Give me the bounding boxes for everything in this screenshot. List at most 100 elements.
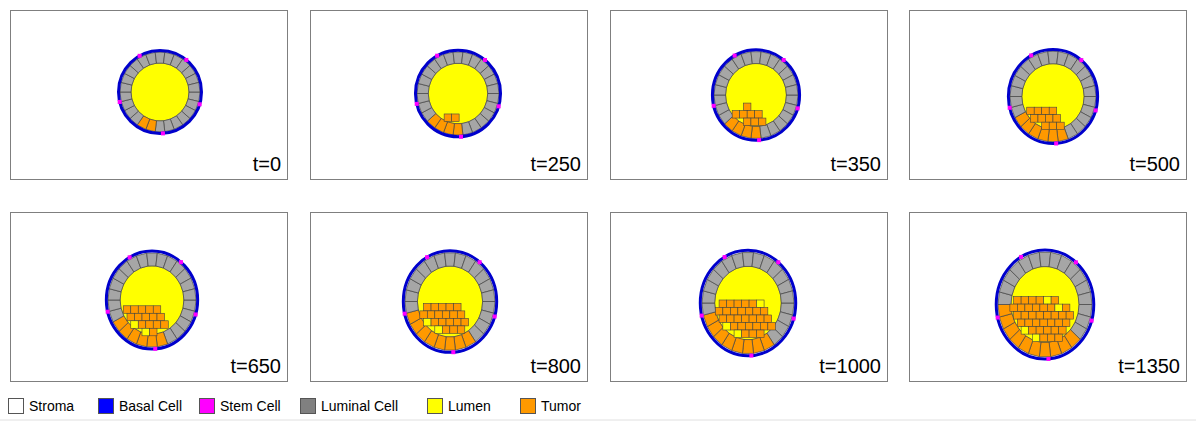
tumor-cell bbox=[442, 311, 450, 319]
stem-cell bbox=[1054, 141, 1058, 145]
stem-cell bbox=[459, 135, 463, 139]
tumor-cell bbox=[1036, 297, 1044, 305]
tumor-cell bbox=[743, 103, 751, 111]
tumor-cell bbox=[723, 307, 731, 315]
luminal-cell bbox=[445, 253, 456, 266]
time-panel: t=350 bbox=[610, 10, 888, 180]
luminal-cell bbox=[1028, 252, 1041, 269]
tumor-cell bbox=[1042, 122, 1050, 130]
stem-cell bbox=[415, 102, 419, 106]
tumor-cell bbox=[753, 322, 761, 330]
luminal-cell bbox=[434, 253, 446, 268]
tumor-cell bbox=[757, 315, 765, 323]
luminal-cell bbox=[188, 82, 200, 92]
time-label: t=1350 bbox=[1118, 355, 1180, 378]
tumor-cell bbox=[1062, 304, 1070, 312]
tumor-cell bbox=[1044, 327, 1052, 335]
tumor-cell bbox=[727, 315, 735, 323]
tumor-cell bbox=[435, 326, 443, 334]
tumor-cell bbox=[738, 322, 746, 330]
tumor-cell bbox=[757, 330, 765, 338]
luminal-cell bbox=[1078, 292, 1092, 305]
tumor-cell bbox=[457, 326, 465, 334]
tumor-cell bbox=[445, 337, 456, 350]
basal-layer bbox=[403, 251, 496, 353]
duct bbox=[415, 50, 501, 139]
duct bbox=[1008, 49, 1098, 145]
stem-cell bbox=[700, 314, 704, 318]
legend-swatch bbox=[520, 398, 536, 414]
tumor-cell bbox=[1047, 319, 1055, 327]
stem-cell bbox=[106, 310, 110, 314]
basal-layer bbox=[119, 51, 202, 134]
legend-swatch bbox=[427, 398, 443, 414]
tumor-cell bbox=[1017, 304, 1025, 312]
tumor-cell bbox=[1051, 312, 1059, 320]
stem-cell bbox=[435, 54, 439, 58]
time-label: t=800 bbox=[530, 355, 581, 378]
stem-cell bbox=[493, 315, 497, 319]
stem-cell bbox=[723, 255, 727, 259]
time-panel: t=1350 bbox=[909, 212, 1187, 382]
legend-text: Tumor bbox=[541, 398, 581, 414]
tumor-cell bbox=[444, 114, 452, 122]
tumor-cell bbox=[1021, 312, 1029, 320]
tumor-cell bbox=[1034, 107, 1042, 115]
legend-rule bbox=[0, 420, 1196, 421]
time-label: t=1000 bbox=[819, 355, 881, 378]
stem-cell bbox=[792, 317, 796, 321]
tumor-cell bbox=[749, 315, 757, 323]
luminal-cell bbox=[1010, 97, 1023, 108]
basal-layer bbox=[415, 50, 500, 137]
stem-cell bbox=[1046, 357, 1050, 361]
tumor-cell bbox=[740, 111, 748, 119]
tumor-cell bbox=[749, 330, 757, 338]
tumor-cell bbox=[745, 307, 753, 315]
luminal-cell bbox=[1083, 86, 1096, 97]
tumor-cell bbox=[1047, 304, 1055, 312]
luminal-cell bbox=[108, 300, 121, 311]
tumor-cell bbox=[719, 315, 727, 323]
tumor-cell bbox=[734, 330, 742, 338]
tumor-cell bbox=[150, 328, 158, 336]
tumor-cell bbox=[1032, 319, 1040, 327]
tumor-cell bbox=[135, 313, 143, 321]
tumor-cell bbox=[1047, 334, 1055, 342]
tumor-cell bbox=[153, 306, 161, 314]
time-label: t=650 bbox=[230, 355, 281, 378]
tumor-cell bbox=[146, 321, 154, 329]
stem-cell bbox=[198, 102, 202, 106]
tumor-cell bbox=[431, 318, 439, 326]
luminal-cell bbox=[780, 291, 794, 303]
tumor-cell bbox=[1057, 122, 1065, 130]
stem-cell bbox=[1008, 106, 1012, 110]
stem-cell bbox=[425, 255, 429, 259]
tumor-cell bbox=[156, 332, 168, 347]
legend-swatch bbox=[300, 398, 316, 414]
tumor-cell bbox=[768, 322, 776, 330]
legend-text: Luminal Cell bbox=[321, 398, 398, 414]
tumor-cell bbox=[1042, 107, 1050, 115]
tumor-cell bbox=[123, 306, 131, 314]
duct bbox=[403, 251, 497, 355]
tumor-cell bbox=[131, 321, 139, 329]
tumor-cell bbox=[442, 326, 450, 334]
tumor-cell bbox=[1053, 115, 1061, 123]
tumor-cell bbox=[1040, 304, 1048, 312]
stem-cell bbox=[796, 106, 800, 110]
stem-cell bbox=[1090, 319, 1094, 323]
tumor-cell bbox=[727, 300, 735, 308]
luminal-cell bbox=[714, 95, 726, 105]
tumor-cell bbox=[723, 322, 731, 330]
tumor-cell bbox=[457, 311, 465, 319]
time-panel: t=800 bbox=[310, 212, 588, 382]
basal-layer bbox=[712, 50, 799, 140]
tumor-cell bbox=[161, 321, 169, 329]
tumor-cell bbox=[1027, 107, 1035, 115]
time-panel: t=650 bbox=[10, 212, 288, 382]
tumor-cell bbox=[715, 307, 723, 315]
tumor-cell bbox=[127, 313, 135, 321]
stem-cell bbox=[161, 131, 165, 135]
luminal-cell bbox=[146, 52, 157, 65]
stem-cell bbox=[1094, 108, 1098, 112]
